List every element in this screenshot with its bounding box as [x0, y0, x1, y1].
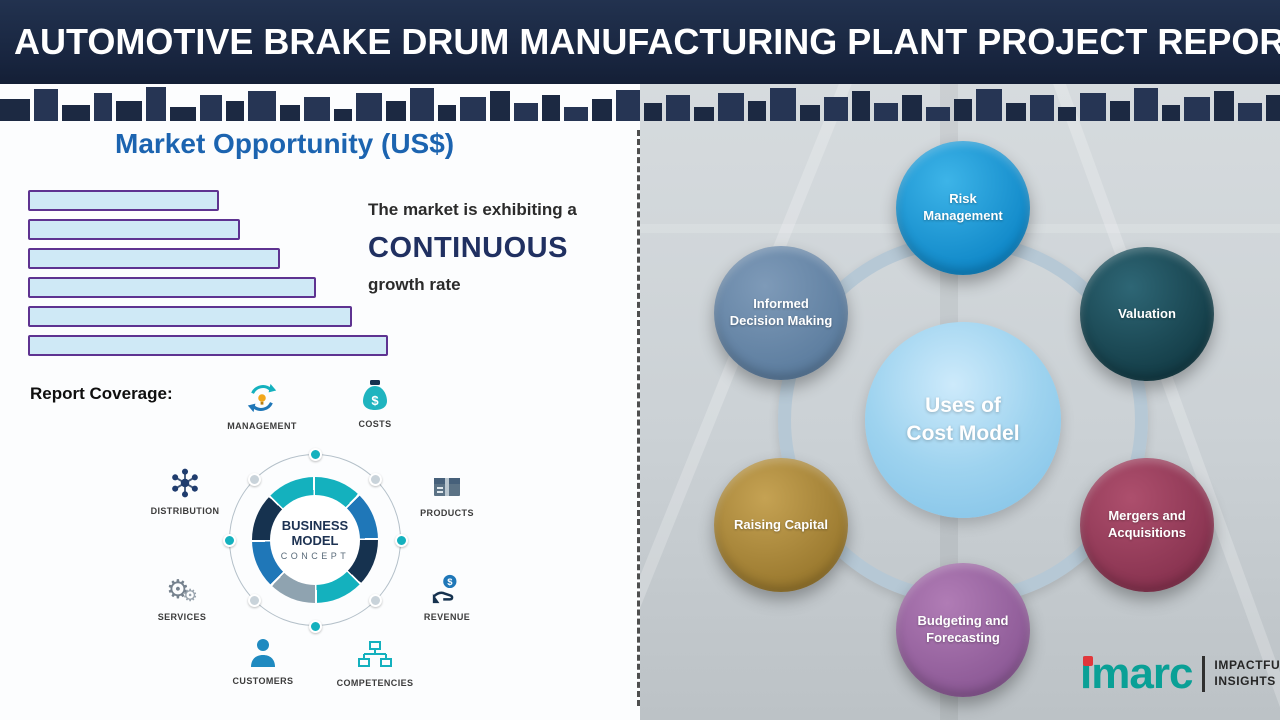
satellite-label: Valuation — [1118, 305, 1176, 321]
bm-node — [247, 472, 261, 486]
bm-node — [394, 533, 408, 547]
page-title: AUTOMOTIVE BRAKE DRUM MANUFACTURING PLAN… — [14, 21, 1280, 62]
growth-text: The market is exhibiting a CONTINUOUS gr… — [368, 200, 636, 295]
cost-model-center-line2: Cost Model — [906, 422, 1020, 445]
money-bag-icon: $ — [360, 378, 390, 414]
bm-node — [247, 594, 261, 608]
business-model-center: BUSINESS MODEL CONCEPT — [270, 495, 360, 585]
bm-node — [369, 472, 383, 486]
bm-item-label: SERVICES — [157, 612, 207, 622]
bm-item-label: CUSTOMERS — [232, 676, 294, 686]
hand-coin-icon: $ — [430, 571, 464, 607]
logo-divider — [1202, 656, 1206, 692]
satellite-risk-management: Risk Management — [896, 141, 1030, 275]
bm-item-services: ⚙⚙ SERVICES — [134, 571, 230, 622]
divider — [637, 130, 640, 706]
content: Market Opportunity (US$) The market is e… — [0, 84, 1280, 720]
satellite-label: Budgeting and Forecasting — [917, 613, 1009, 645]
management-cycle-icon — [245, 380, 279, 416]
bm-item-label: MANAGEMENT — [227, 421, 297, 431]
satellite-valuation: Valuation — [1080, 247, 1214, 381]
satellite-label: Risk Management — [923, 191, 1003, 223]
market-opportunity-title: Market Opportunity (US$) — [115, 128, 455, 159]
bm-item-costs: $ COSTS — [327, 378, 423, 429]
report-coverage-label: Report Coverage: — [30, 384, 173, 403]
cost-model-center: Uses of Cost Model — [865, 322, 1061, 518]
bm-item-customers: CUSTOMERS — [215, 635, 311, 686]
logo-tagline: IMPACTFUL INSIGHTS — [1214, 658, 1280, 689]
bm-item-label: COMPETENCIES — [336, 678, 414, 688]
imarc-brand: imarc — [1080, 649, 1193, 698]
bar — [28, 219, 240, 240]
org-chart-icon — [357, 637, 393, 673]
imarc-logo: imarc IMPACTFUL INSIGHTS — [1080, 652, 1280, 696]
svg-text:$: $ — [447, 577, 453, 588]
bar — [28, 277, 316, 298]
bm-item-label: REVENUE — [423, 612, 471, 622]
business-model-center-subtitle: CONCEPT — [280, 551, 350, 562]
growth-line1: The market is exhibiting a — [368, 200, 577, 219]
bar — [28, 248, 280, 269]
bm-item-label: COSTS — [358, 419, 392, 429]
left-panel: Market Opportunity (US$) The market is e… — [0, 84, 640, 720]
bm-node — [369, 594, 383, 608]
satellite-informed-decision-making: Informed Decision Making — [714, 246, 848, 380]
bar-chart — [28, 190, 388, 364]
right-panel: Uses of Cost Model Risk Management Valua… — [640, 84, 1280, 720]
satellite-budgeting-forecasting: Budgeting and Forecasting — [896, 563, 1030, 697]
continuous-text: CONTINUOUS — [368, 232, 568, 264]
svg-text:$: $ — [371, 393, 379, 408]
logo-tagline-line1: IMPACTFUL — [1214, 658, 1280, 673]
imarc-brand-dot — [1083, 656, 1093, 666]
bar — [28, 306, 352, 327]
box-icon — [430, 467, 464, 503]
satellite-label: Raising Capital — [734, 516, 828, 532]
network-icon — [168, 465, 202, 501]
gears-icon: ⚙⚙ — [166, 574, 198, 605]
person-icon — [248, 635, 278, 671]
bm-item-revenue: $ REVENUE — [399, 571, 495, 622]
bm-item-products: PRODUCTS — [399, 467, 495, 518]
logo-tagline-line2: INSIGHTS — [1214, 674, 1276, 688]
satellite-mergers-acquisitions: Mergers and Acquisitions — [1080, 458, 1214, 592]
bar — [28, 335, 388, 356]
growth-line3: growth rate — [368, 275, 461, 294]
bar — [28, 190, 219, 211]
satellite-label: Informed Decision Making — [729, 296, 833, 328]
satellite-label: Mergers and Acquisitions — [1107, 508, 1186, 540]
bm-node — [308, 619, 322, 633]
bm-item-management: MANAGEMENT — [214, 380, 310, 431]
header: AUTOMOTIVE BRAKE DRUM MANUFACTURING PLAN… — [0, 0, 1280, 84]
business-model-center-title: BUSINESS MODEL — [281, 517, 349, 548]
bm-node — [308, 447, 322, 461]
bm-item-label: DISTRIBUTION — [150, 506, 220, 516]
satellite-raising-capital: Raising Capital — [714, 458, 848, 592]
bm-item-competencies: COMPETENCIES — [327, 637, 423, 688]
bm-item-label: PRODUCTS — [420, 508, 474, 518]
bm-item-distribution: DISTRIBUTION — [137, 465, 233, 516]
bm-node — [222, 533, 236, 547]
cost-model-center-line1: Uses of — [925, 393, 1001, 417]
